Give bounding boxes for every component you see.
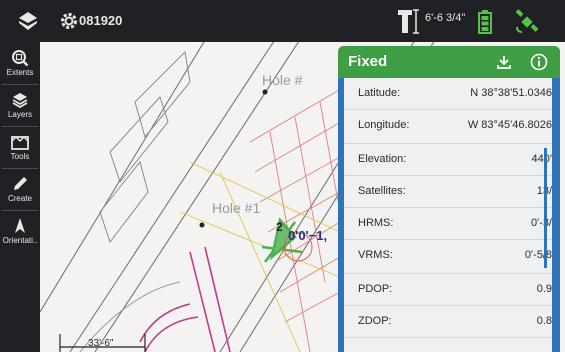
reading-value: W 83°45'46.8026 [467, 119, 552, 131]
reading-label: PDOP: [358, 283, 393, 295]
sidebar-item-tools[interactable]: Tools [0, 130, 40, 166]
sidebar-divider [2, 126, 38, 127]
reading-longitude: Longitude: W 83°45'46.8026 [344, 110, 552, 144]
orientation-icon [15, 218, 25, 233]
map-label-hole-1: Hole #1 [212, 200, 261, 216]
reading-label: VRMS: [358, 249, 393, 261]
gnss-readings: Latitude: N 38°38'51.0346 Longitude: W 83°… [344, 78, 552, 352]
info-icon[interactable] [530, 53, 548, 76]
layers-icon [12, 93, 28, 109]
reading-elevation: Elevation: 440' [344, 144, 552, 176]
tool-sidebar: Extents Layers Tools Create Orientati.. [0, 42, 40, 352]
reading-zdop: ZDOP: 0.8 [344, 306, 552, 338]
battery-icon [477, 9, 493, 35]
panel-header: Fixed [338, 46, 560, 78]
sidebar-item-layers[interactable]: Layers [0, 88, 40, 124]
tools-icon [11, 135, 29, 150]
point-number: 2 [276, 220, 283, 234]
sidebar-divider [2, 168, 38, 169]
reading-value: 0'-3/ [530, 217, 552, 229]
reading-label: Elevation: [358, 153, 407, 165]
reading-label: Satellites: [358, 185, 406, 197]
reading-label: Longitude: [358, 119, 410, 131]
map-label-hole-a: Hole # [262, 72, 303, 88]
reading-value: N 38°38'51.0346 [470, 87, 552, 99]
top-bar: 081920 6'-6 3/4" [0, 0, 565, 42]
rod-height-readout[interactable]: 6'-6 3/4" [425, 12, 466, 24]
reading-hrms: HRMS: 0'-3/ [344, 208, 552, 240]
sidebar-item-create[interactable]: Create [0, 172, 40, 208]
rod-icon[interactable] [396, 7, 422, 35]
sidebar-item-orientation[interactable]: Orientati.. [0, 214, 40, 250]
app-logo-icon[interactable] [16, 9, 40, 33]
gnss-status-panel: Fixed Latitude: N 38°38'51.0346 Longitude… [338, 46, 560, 352]
reading-pdop: PDOP: 0.9 [344, 274, 552, 306]
sidebar-item-label: Extents [6, 68, 34, 77]
reading-latitude: Latitude: N 38°38'51.0346 [344, 78, 552, 110]
project-id[interactable]: 081920 [79, 13, 123, 28]
reading-satellites: Satellites:13/ [344, 176, 552, 208]
reading-value: 0.8 [536, 315, 552, 327]
offset-readout: 0'0'−1, [288, 228, 328, 243]
sidebar-divider [2, 210, 38, 211]
sidebar-divider [2, 84, 38, 85]
gear-icon[interactable] [58, 10, 80, 32]
reading-value: 0.9 [536, 283, 552, 295]
pencil-icon [14, 177, 27, 190]
reading-label: HRMS: [358, 217, 394, 229]
sidebar-item-label: Tools [10, 152, 30, 161]
sidebar-item-label: Orientati.. [2, 236, 38, 245]
download-icon[interactable] [496, 54, 512, 75]
scale-bar-label: 33'-6" [88, 338, 114, 349]
reading-label: ZDOP: [358, 315, 392, 327]
reading-value: 0'-5/8 [524, 249, 552, 261]
panel-scrollbar[interactable] [544, 148, 547, 268]
satellite-icon[interactable] [513, 8, 541, 36]
extents-icon [12, 50, 29, 67]
sidebar-item-extents[interactable]: Extents [0, 46, 40, 82]
reading-vrms: VRMS: 0'-5/8 [344, 240, 552, 274]
sidebar-item-label: Create [7, 194, 32, 203]
sidebar-item-label: Layers [7, 110, 32, 119]
reading-value: 440' [531, 153, 552, 165]
fix-status: Fixed [348, 53, 388, 70]
reading-label: Latitude: [358, 87, 401, 99]
